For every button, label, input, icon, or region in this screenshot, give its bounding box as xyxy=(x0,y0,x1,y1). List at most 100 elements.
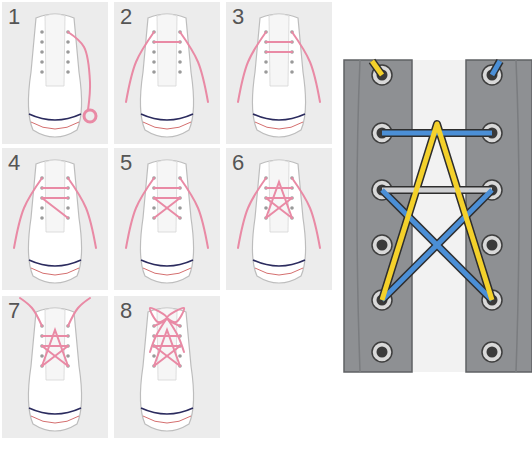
shoe-tongue xyxy=(269,14,289,86)
shoelace xyxy=(68,178,96,248)
shoe-tongue xyxy=(157,14,177,86)
shoelace xyxy=(180,32,208,102)
step-photo xyxy=(114,2,220,144)
eyelet xyxy=(178,354,182,358)
sole-stripe xyxy=(143,268,191,275)
lace xyxy=(492,61,500,75)
shoelace xyxy=(154,335,180,337)
eyelet xyxy=(290,70,294,74)
sole-stripe xyxy=(255,268,303,275)
shoelace xyxy=(238,32,266,102)
shoe-flap xyxy=(344,60,412,372)
eyelet xyxy=(66,206,70,210)
shoelace xyxy=(292,178,320,248)
photo-background xyxy=(114,2,220,144)
step-number: 5 xyxy=(120,151,132,175)
lace-outline xyxy=(372,61,382,75)
eyelet xyxy=(40,216,44,220)
photo-background xyxy=(226,148,332,290)
eyelet xyxy=(264,70,268,74)
sole-stripe xyxy=(29,114,81,120)
shoelace xyxy=(266,41,292,43)
shoelace xyxy=(42,330,68,366)
shoelace xyxy=(154,187,180,189)
eyelet xyxy=(40,30,44,34)
shoelace xyxy=(150,318,167,352)
eyelet xyxy=(66,70,70,74)
shoe-tongue xyxy=(45,160,65,232)
shoe xyxy=(252,160,305,283)
shoelace xyxy=(68,298,90,326)
photo-background xyxy=(114,296,220,438)
eyelet xyxy=(66,354,70,358)
eyelet xyxy=(152,70,156,74)
shoelace xyxy=(42,335,68,337)
eyelet xyxy=(178,50,182,54)
sole-stripe xyxy=(31,268,79,275)
eyelet xyxy=(372,342,392,362)
step-number: 2 xyxy=(120,5,132,29)
photo-background xyxy=(226,2,332,144)
shoe xyxy=(140,308,193,431)
shoelace xyxy=(154,345,180,347)
shoelace xyxy=(20,298,42,326)
sole-stripe xyxy=(141,260,193,266)
shoelace xyxy=(266,197,292,199)
sole-stripe xyxy=(29,260,81,266)
step-number: 7 xyxy=(8,299,20,323)
shoelace xyxy=(42,197,68,199)
shoelace xyxy=(126,32,154,102)
eyelet-hole xyxy=(487,240,498,251)
eyelet-hole xyxy=(377,240,388,251)
eyelet xyxy=(152,206,156,210)
eyelet xyxy=(152,60,156,64)
sole-stripe xyxy=(141,408,193,414)
eyelet-hole xyxy=(487,347,498,358)
eyelet xyxy=(178,70,182,74)
lacing-diagram xyxy=(344,60,532,372)
lace xyxy=(382,124,492,300)
eyelet xyxy=(482,235,502,255)
sole-stripe xyxy=(31,122,79,129)
shoelace xyxy=(154,330,180,366)
eyelet xyxy=(178,206,182,210)
shoelace xyxy=(266,182,292,218)
eyelet xyxy=(264,206,268,210)
sole-stripe xyxy=(143,122,191,129)
eyelet xyxy=(482,342,502,362)
eyelet xyxy=(290,206,294,210)
eyelet xyxy=(40,60,44,64)
shoe xyxy=(28,160,81,283)
lace-outline xyxy=(492,61,500,75)
shoelace xyxy=(266,51,292,53)
eyelet xyxy=(152,354,156,358)
eyelet xyxy=(264,60,268,64)
shoelace xyxy=(42,198,68,218)
eyelet xyxy=(66,60,70,64)
eyelet xyxy=(66,50,70,54)
lace xyxy=(382,188,492,193)
shoe xyxy=(28,308,81,431)
shoelace xyxy=(42,345,68,347)
eyelet-hole xyxy=(377,347,388,358)
step-photo xyxy=(2,296,108,438)
shoelace xyxy=(154,197,180,199)
shoelace xyxy=(154,198,180,218)
lace-coil xyxy=(84,110,96,122)
lace-outline xyxy=(382,186,492,194)
step-number: 3 xyxy=(232,5,244,29)
shoe xyxy=(252,14,305,137)
photo-background xyxy=(2,148,108,290)
shoe-flap xyxy=(466,60,532,372)
eyelet xyxy=(178,60,182,64)
eyelet xyxy=(152,50,156,54)
step-number: 4 xyxy=(8,151,20,175)
sole-stripe xyxy=(141,114,193,120)
eyelet xyxy=(40,50,44,54)
shoe xyxy=(140,160,193,283)
shoelace xyxy=(42,187,68,189)
shoelace xyxy=(167,318,184,352)
sole-stripe xyxy=(143,416,191,423)
